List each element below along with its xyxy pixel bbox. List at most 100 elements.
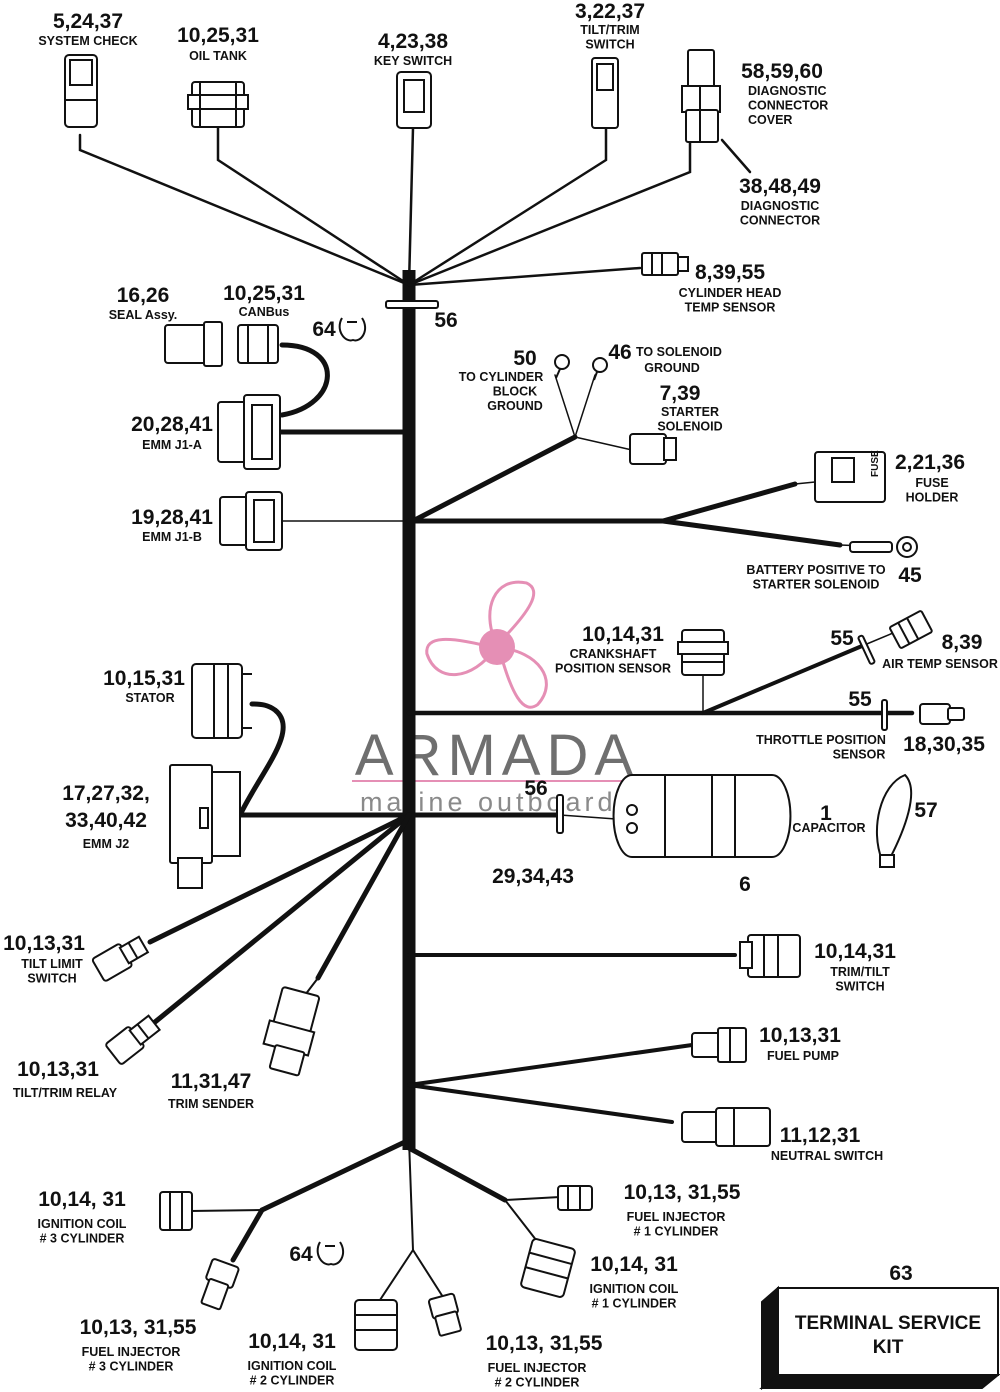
tilt-limit-switch-part-numbers: 10,13,31 xyxy=(3,932,85,955)
cable-strap-56-top xyxy=(385,300,439,309)
strap-57-part-numbers: 57 xyxy=(914,799,937,822)
ignition-coil-3-label-1: IGNITION COIL xyxy=(38,1217,127,1231)
emm-j2-part-numbers: 33,40,42 xyxy=(65,809,147,832)
oil-tank-connector[interactable] xyxy=(187,81,249,128)
solenoid-ground-part-numbers: 46 xyxy=(608,341,631,364)
strap-55-throttle-part-numbers: 55 xyxy=(848,688,872,711)
capacitor-part[interactable] xyxy=(612,774,792,858)
air-temp-sensor-connector[interactable] xyxy=(889,610,933,649)
ignition-coil-2-part-numbers: 10,14, 31 xyxy=(248,1330,336,1353)
fuel-pump-label-1: FUEL PUMP xyxy=(767,1049,839,1063)
stator-label-1: STATOR xyxy=(125,691,174,705)
emm-j1a-part-numbers: 20,28,41 xyxy=(131,413,213,436)
tilt-limit-switch-label-2: SWITCH xyxy=(27,972,76,986)
neutral-switch-connector[interactable] xyxy=(681,1107,771,1147)
emm-j1a-connector[interactable] xyxy=(217,394,281,470)
tilt-trim-switch-connector[interactable] xyxy=(591,57,619,129)
tilt-limit-switch-label-1: TILT LIMIT xyxy=(21,957,83,971)
starter-solenoid-label-1: STARTER xyxy=(661,405,719,419)
canbus-part-numbers: 10,25,31 xyxy=(223,282,305,305)
seal-assy-part[interactable] xyxy=(164,321,223,367)
emm-j1b-label-1: EMM J1-B xyxy=(142,530,202,544)
diagnostic-connector-part-numbers: 38,48,49 xyxy=(739,175,821,198)
ring-terminal-50[interactable] xyxy=(554,354,570,379)
tilt-trim-relay-connector[interactable] xyxy=(105,1013,162,1066)
cylinder-head-temp-sensor-label-2: TEMP SENSOR xyxy=(685,301,776,315)
cable-strap-56-mid xyxy=(556,794,564,834)
ring-terminal-46[interactable] xyxy=(592,357,608,381)
key-switch-part-numbers: 4,23,38 xyxy=(378,30,448,53)
fuel-injector-3-part-numbers: 10,13, 31,55 xyxy=(80,1316,197,1339)
air-temp-sensor-part-numbers: 8,39 xyxy=(942,631,983,654)
trim-tilt-switch-label-2: SWITCH xyxy=(835,980,884,994)
system-check-connector[interactable] xyxy=(64,54,98,128)
fuel-pump-connector[interactable] xyxy=(691,1027,747,1063)
diagnostic-connector[interactable] xyxy=(681,49,721,143)
battery-ring-terminal[interactable] xyxy=(849,536,918,558)
neutral-switch-part-numbers: 11,12,31 xyxy=(780,1124,861,1147)
capacitor-part-numbers: 1 xyxy=(820,802,832,825)
crankshaft-position-sensor-part[interactable] xyxy=(677,629,729,676)
emm-j1b-part-numbers: 19,28,41 xyxy=(131,506,213,529)
terminal-service-kit-part-numbers: 63 xyxy=(889,1262,912,1285)
trim-sender-label-1: TRIM SENDER xyxy=(168,1097,254,1111)
cylinder-block-ground-part-numbers: 50 xyxy=(513,347,536,370)
ignition-coil-1-connector[interactable] xyxy=(520,1238,576,1298)
strap-56-top-part-numbers: 56 xyxy=(434,309,457,332)
oil-tank-label-1: OIL TANK xyxy=(189,49,247,63)
watermark-brand: ARMADA xyxy=(355,723,639,788)
key-switch-label-1: KEY SWITCH xyxy=(374,54,452,68)
ignition-coil-2-label-1: IGNITION COIL xyxy=(248,1359,337,1373)
diagnostic-connector-label-2: CONNECTOR xyxy=(740,214,820,228)
system-check-part-numbers: 5,24,37 xyxy=(53,10,123,33)
cylinder-head-temp-sensor-connector[interactable] xyxy=(641,252,689,276)
ignition-coil-3-connector[interactable] xyxy=(159,1191,193,1231)
fuse-holder-label-2: HOLDER xyxy=(906,491,959,505)
crankshaft-position-sensor-label-1: CRANKSHAFT xyxy=(570,647,657,661)
propeller-logo-icon xyxy=(425,580,548,709)
emm-j2-connector[interactable] xyxy=(169,764,241,889)
tilt-trim-switch-label-1: TILT/TRIM xyxy=(580,23,639,37)
starter-solenoid-label-2: SOLENOID xyxy=(657,420,722,434)
fuel-injector-3-label-1: FUEL INJECTOR xyxy=(82,1345,181,1359)
cable-strap-55-air xyxy=(857,634,876,665)
tilt-limit-switch-connector[interactable] xyxy=(91,933,150,982)
stator-connector[interactable] xyxy=(191,663,252,739)
key-switch-connector[interactable] xyxy=(396,71,432,129)
fuel-injector-1-connector[interactable] xyxy=(557,1185,593,1211)
emm-j1b-connector[interactable] xyxy=(219,491,283,551)
throttle-position-sensor-connector[interactable] xyxy=(919,703,965,725)
fuse-holder-part-text: FUSE xyxy=(870,450,881,477)
trim-tilt-switch-label-1: TRIM/TILT xyxy=(830,965,890,979)
strap-55-air-part-numbers: 55 xyxy=(830,627,854,650)
fuse-holder-part[interactable]: FUSE xyxy=(814,450,886,503)
canbus-connector[interactable] xyxy=(237,324,279,364)
neutral-switch-label-1: NEUTRAL SWITCH xyxy=(771,1149,883,1163)
trim-tilt-switch-connector[interactable] xyxy=(739,934,801,978)
throttle-position-sensor-label-2: SENSOR xyxy=(833,748,886,762)
fuel-injector-3-connector[interactable] xyxy=(197,1258,240,1311)
emm-j2-label-1: EMM J2 xyxy=(83,837,130,851)
trim-sender-connector[interactable] xyxy=(258,986,324,1077)
ignition-coil-1-label-2: # 1 CYLINDER xyxy=(592,1297,677,1311)
ignition-coil-2-connector[interactable] xyxy=(354,1299,398,1351)
throttle-position-sensor-label-1: THROTTLE POSITION xyxy=(756,733,886,747)
fuse-holder-label-1: FUSE xyxy=(915,476,948,490)
trim-tilt-switch-part-numbers: 10,14,31 xyxy=(814,940,896,963)
ignition-coil-1-label-1: IGNITION COIL xyxy=(590,1282,679,1296)
trim-sender-part-numbers: 11,31,47 xyxy=(171,1070,252,1093)
battery-positive-part-numbers: 45 xyxy=(898,564,922,587)
diagnostic-connector-cover-label-1: DIAGNOSTIC xyxy=(748,84,826,98)
clip-64-bottom-icon xyxy=(316,1241,345,1266)
tilt-trim-relay-part-numbers: 10,13,31 xyxy=(17,1058,99,1081)
terminal-service-kit-label-2: KIT xyxy=(873,1337,904,1358)
ignition-coil-1-part-numbers: 10,14, 31 xyxy=(590,1253,678,1276)
terminal-service-kit-box[interactable] xyxy=(759,1285,1000,1391)
fuel-injector-2-connector[interactable] xyxy=(427,1292,463,1337)
starter-solenoid-connector[interactable] xyxy=(629,433,677,465)
ignition-coil-3-label-2: # 3 CYLINDER xyxy=(40,1232,125,1246)
battery-positive-label-2: STARTER SOLENOID xyxy=(753,578,880,592)
throttle-position-sensor-part-numbers: 18,30,35 xyxy=(903,733,985,756)
fuel-injector-3-label-2: # 3 CYLINDER xyxy=(89,1360,174,1374)
